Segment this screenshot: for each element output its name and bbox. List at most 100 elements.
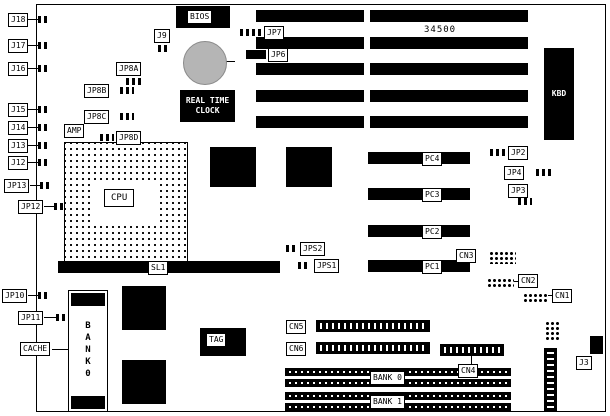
leader-line	[28, 145, 38, 146]
label-jp12: JP12	[18, 200, 44, 214]
keyboard-connector: KBD	[544, 48, 574, 140]
leader-line	[28, 162, 38, 163]
rtc-label-line2: CLOCK	[195, 106, 220, 115]
label-j17: J17	[8, 39, 29, 53]
connector-jp11-pins	[56, 314, 68, 321]
socket-end-cap	[71, 396, 105, 409]
label-cpu: CPU	[104, 189, 135, 207]
leader-line	[28, 109, 38, 110]
socket-end-cap	[71, 293, 105, 306]
connector-j16-pins	[38, 65, 50, 72]
connector-j12-pins	[38, 159, 50, 166]
battery-clip	[225, 61, 235, 62]
connector-jp13-pins	[40, 182, 52, 189]
isa-slot	[256, 10, 364, 22]
connector-jp6-header	[246, 50, 266, 59]
leader-line	[52, 349, 68, 350]
label-cn5: CN5	[286, 320, 307, 334]
connector-j13-pins	[38, 142, 50, 149]
connector-cn1-header	[522, 292, 548, 302]
label-bios: BIOS	[187, 10, 213, 24]
leader-line	[30, 185, 40, 186]
connector-jp7-pins	[240, 29, 262, 36]
battery	[183, 41, 227, 85]
label-cn4: CN4	[458, 364, 479, 378]
connector-cn4-header	[440, 344, 504, 356]
real-time-clock-chip: REAL TIME CLOCK	[180, 90, 235, 122]
rtc-label-line1: REAL TIME	[185, 96, 230, 105]
connector-jp3-pins	[518, 198, 532, 205]
connector-jp8b-pins	[120, 87, 134, 94]
isa-slot	[256, 90, 364, 102]
connector-jp12-pins	[54, 203, 66, 210]
connector-jp8d-pins	[100, 134, 114, 141]
connector-j17-pins	[38, 42, 50, 49]
pci-slot-pc3	[368, 188, 470, 200]
connector-cn6-header	[316, 342, 430, 354]
connector-cn2-header	[486, 277, 514, 288]
label-cn3: CN3	[456, 249, 477, 263]
isa-slot	[370, 37, 528, 49]
leader-line	[28, 127, 38, 128]
isa-slot	[256, 63, 364, 75]
pci-slot-pc2	[368, 225, 470, 237]
label-jp8a: JP8A	[116, 62, 142, 76]
label-bank0: BANK 0	[370, 371, 405, 385]
chipset-chip	[210, 147, 256, 187]
cache-bank-socket: BANK0	[68, 290, 108, 412]
connector-jp8c-pins	[120, 113, 134, 120]
label-cn2: CN2	[518, 274, 539, 288]
label-j15: J15	[8, 103, 29, 117]
leader-line	[44, 206, 54, 207]
label-j3: J3	[576, 356, 592, 370]
leader-line	[548, 295, 552, 296]
label-pc1: PC1	[422, 260, 443, 274]
connector-j9-pins	[158, 45, 168, 52]
leader-line	[28, 45, 38, 46]
label-bank1: BANK 1	[370, 395, 405, 409]
label-j13: J13	[8, 139, 29, 153]
label-j9: J9	[154, 29, 170, 43]
isa-slot	[256, 37, 364, 49]
label-jp8d: JP8D	[116, 131, 142, 145]
connector-j18-pins	[38, 16, 50, 23]
label-jps1: JPS1	[314, 259, 340, 273]
label-sl1: SL1	[148, 261, 169, 275]
chipset-chip	[286, 147, 332, 187]
edge-pin-header	[544, 320, 560, 340]
connector-jp2-pins	[490, 149, 506, 156]
label-jp11: JP11	[18, 311, 44, 325]
label-pc2: PC2	[422, 225, 443, 239]
isa-slot	[370, 63, 528, 75]
sl1-slot	[58, 261, 280, 273]
label-cn1: CN1	[552, 289, 573, 303]
board-part-number: 34500	[424, 25, 457, 35]
connector-jps2-pins	[286, 245, 298, 252]
label-jp8b: JP8B	[84, 84, 110, 98]
label-pc4: PC4	[422, 152, 443, 166]
pci-slot-pc1	[368, 260, 470, 272]
leader-line	[44, 317, 56, 318]
label-jp10: JP10	[2, 289, 28, 303]
label-jps2: JPS2	[300, 242, 326, 256]
connector-cn5-header	[316, 320, 430, 332]
label-jp2: JP2	[508, 146, 529, 160]
connector-j3-header	[590, 336, 603, 354]
pci-slot-pc4	[368, 152, 470, 164]
label-jp4: JP4	[504, 166, 525, 180]
cache-sram-chip	[122, 286, 166, 330]
connector-jp10-pins	[38, 292, 50, 299]
label-cn6: CN6	[286, 342, 307, 356]
label-jp13: JP13	[4, 179, 30, 193]
isa-slot	[370, 90, 528, 102]
label-amp: AMP	[64, 124, 85, 138]
isa-slot	[370, 10, 528, 22]
label-cache: CACHE	[20, 342, 51, 356]
label-jp3: JP3	[508, 184, 529, 198]
connector-j15-pins	[38, 106, 50, 113]
leader-line	[28, 295, 38, 296]
connector-jp8a-pins	[126, 78, 142, 85]
connector-cn3-header	[488, 250, 516, 264]
label-j14: J14	[8, 121, 29, 135]
